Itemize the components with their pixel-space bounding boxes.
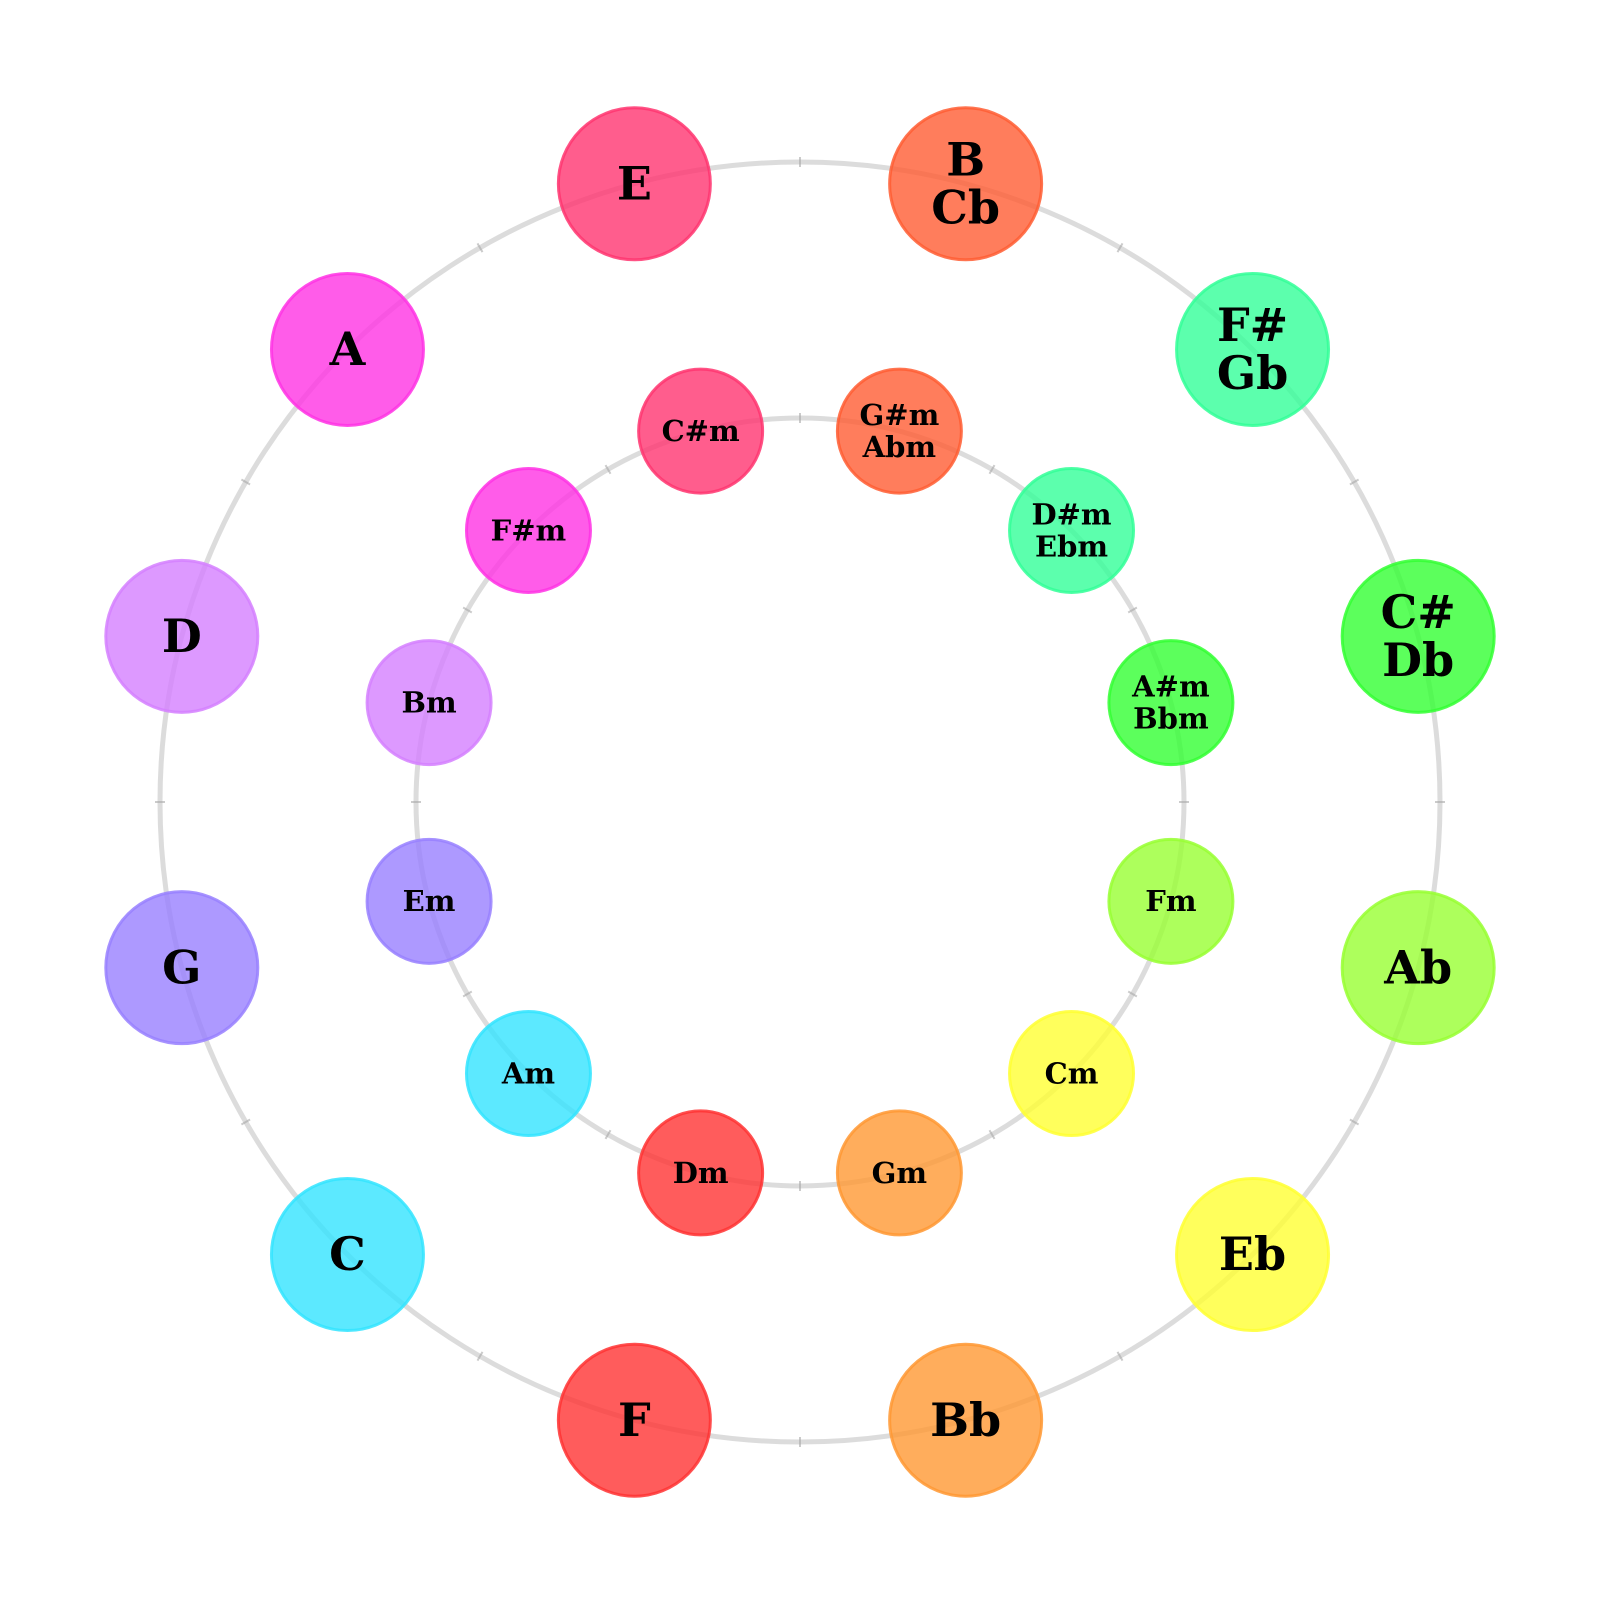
minor-key-circle xyxy=(637,367,765,495)
ring-tick xyxy=(1116,242,1124,253)
major-key-label: Eb xyxy=(1219,1227,1286,1281)
major-key-node-f-sharp: F#Gb xyxy=(1175,271,1331,427)
major-key-circle xyxy=(269,271,425,427)
ring-tick xyxy=(1116,1351,1124,1362)
major-key-node-bb: Bb xyxy=(888,1342,1044,1498)
minor-key-circle xyxy=(464,466,592,594)
minor-key-node-gm: Gm xyxy=(835,1109,963,1237)
major-key-label: F# xyxy=(1217,298,1288,352)
minor-key-label: Bm xyxy=(401,685,457,719)
minor-key-label: A#m xyxy=(1131,669,1210,703)
minor-key-label: Abm xyxy=(862,430,937,464)
ring-tick xyxy=(1349,1118,1360,1126)
minor-key-circle xyxy=(464,1010,592,1138)
minor-key-node-fm: Fm xyxy=(1107,837,1235,965)
major-key-label: Bb xyxy=(930,1393,1001,1447)
major-key-node-d: D xyxy=(104,558,260,714)
minor-key-node-em: Em xyxy=(365,837,493,965)
minor-key-node-bm: Bm xyxy=(365,639,493,767)
minor-key-label: Bbm xyxy=(1133,701,1209,735)
minor-key-node-cm: Cm xyxy=(1008,1010,1136,1138)
ring-tick xyxy=(462,606,473,614)
minor-key-node-f-sharpm: F#m xyxy=(464,466,592,594)
ring-tick xyxy=(240,1118,251,1126)
minor-key-label: F#m xyxy=(491,513,567,547)
major-key-circle xyxy=(1340,890,1496,1046)
minor-key-node-c-sharpm: C#m xyxy=(637,367,765,495)
minor-key-circle xyxy=(637,1109,765,1237)
ring-tick xyxy=(604,1129,612,1140)
major-key-circle xyxy=(888,106,1044,262)
minor-key-label: C#m xyxy=(662,414,740,448)
major-key-node-b: BCb xyxy=(888,106,1044,262)
ring-tick xyxy=(988,1129,996,1140)
minor-key-label: Cm xyxy=(1045,1056,1099,1090)
minor-key-label: Dm xyxy=(673,1156,729,1190)
major-key-node-c-sharp: C#Db xyxy=(1340,558,1496,714)
major-key-circle xyxy=(1175,1177,1331,1333)
minor-key-circle xyxy=(835,367,963,495)
ring-tick xyxy=(462,990,473,998)
ring-tick xyxy=(240,478,251,486)
major-key-node-e: E xyxy=(556,106,712,262)
major-key-label: E xyxy=(617,156,652,210)
major-key-circle xyxy=(556,1342,712,1498)
minor-key-label: Am xyxy=(501,1056,556,1090)
major-key-circle xyxy=(104,890,260,1046)
minor-key-circle xyxy=(835,1109,963,1237)
minor-key-circle xyxy=(365,639,493,767)
major-key-label: A xyxy=(329,322,367,376)
ring-tracks xyxy=(155,157,1445,1447)
major-key-circle xyxy=(104,558,260,714)
minor-key-label: Fm xyxy=(1145,884,1197,918)
major-key-node-c: C xyxy=(269,1177,425,1333)
major-key-label: Gb xyxy=(1217,346,1288,400)
major-key-node-g: G xyxy=(104,890,260,1046)
major-key-node-a: A xyxy=(269,271,425,427)
major-key-label: B xyxy=(946,132,985,186)
minor-key-circle xyxy=(365,837,493,965)
ring-tick xyxy=(476,1351,484,1362)
ring-tick xyxy=(988,464,996,475)
major-key-label: G xyxy=(162,940,201,994)
major-key-label: C xyxy=(329,1227,366,1281)
minor-key-label: Ebm xyxy=(1035,529,1108,563)
ring-tick xyxy=(604,464,612,475)
minor-key-circle xyxy=(1107,639,1235,767)
major-key-label: D xyxy=(162,609,202,663)
ring-tick xyxy=(1349,478,1360,486)
major-key-label: Db xyxy=(1382,633,1454,687)
minor-key-node-dm: Dm xyxy=(637,1109,765,1237)
minor-key-circle xyxy=(1008,466,1136,594)
minor-key-label: Em xyxy=(403,884,456,918)
major-key-node-f: F xyxy=(556,1342,712,1498)
minor-key-label: G#m xyxy=(860,398,940,432)
major-key-node-ab: Ab xyxy=(1340,890,1496,1046)
minor-key-circle xyxy=(1008,1010,1136,1138)
ring-tick xyxy=(476,242,484,253)
major-key-label: C# xyxy=(1381,585,1456,639)
major-key-node-eb: Eb xyxy=(1175,1177,1331,1333)
major-key-circle xyxy=(556,106,712,262)
major-key-label: Cb xyxy=(931,180,1000,234)
major-key-circle xyxy=(1175,271,1331,427)
major-key-circle xyxy=(1340,558,1496,714)
minor-key-label: Gm xyxy=(872,1156,928,1190)
minor-key-node-am: Am xyxy=(464,1010,592,1138)
major-key-circle xyxy=(888,1342,1044,1498)
major-key-label: F xyxy=(618,1393,651,1447)
major-key-circle xyxy=(269,1177,425,1333)
minor-key-circle xyxy=(1107,837,1235,965)
ring-tick xyxy=(1127,990,1138,998)
major-key-label: Ab xyxy=(1383,940,1452,994)
minor-key-label: D#m xyxy=(1031,497,1111,531)
ring-tick xyxy=(1127,606,1138,614)
